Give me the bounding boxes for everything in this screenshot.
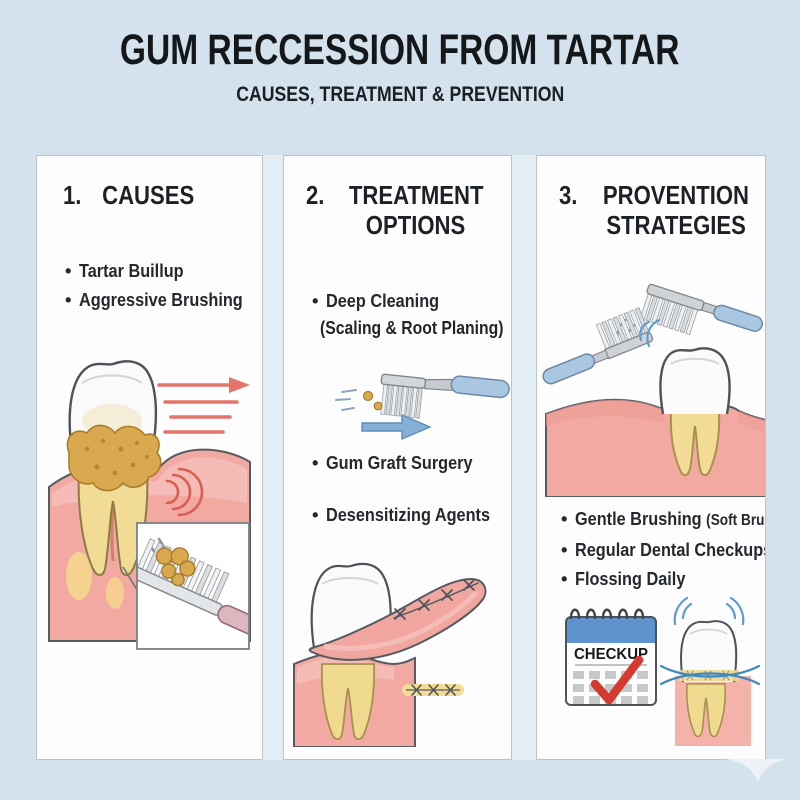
bullet-marker — [65, 256, 79, 285]
bullet-text: Aggressive Brushing — [79, 289, 243, 310]
bullet-item: Tartar Buillup — [65, 256, 260, 285]
bullet-text: Desensitizing Agents — [326, 504, 491, 525]
panel-prevention-heading: 3. PROVENTION STRATEGIES — [559, 180, 759, 240]
panel-prevention: 3. PROVENTION STRATEGIES — [536, 155, 766, 760]
panel-causes: 1. CAUSES Tartar Buillup Aggressive Brus… — [36, 155, 263, 760]
panel-gap — [263, 155, 283, 760]
tartar-buildup — [66, 424, 162, 492]
bullet-item: Regular Dental Checkups — [561, 535, 766, 564]
bullet-item: Desensitizing Agents — [312, 500, 509, 529]
flossing-tooth-icon — [659, 596, 761, 746]
toothbrush-closeup-icon — [138, 538, 248, 648]
panel-treatment: 2. TREATMENT OPTIONS Deep Cleaning (Scal… — [283, 155, 512, 760]
checkup-calendar-icon: CHECKUP — [565, 608, 657, 706]
treatment-bullet-graft: Gum Graft Surgery — [312, 448, 509, 477]
floss-lines-icon — [659, 664, 761, 686]
card-tail-decoration — [726, 759, 788, 783]
tooth-tartar-illustration — [48, 360, 251, 650]
bullet-text: Gentle Brushing (Soft Brush) — [575, 504, 765, 535]
panel-number: 3. — [559, 180, 578, 210]
suture-icon — [393, 579, 479, 620]
bullet-marker — [312, 500, 326, 529]
treatment-bullet-deep-cleaning: Deep Cleaning (Scaling & Root Planing) — [312, 286, 509, 341]
bullet-note: (Soft Brush) — [706, 512, 765, 529]
panel-causes-heading: 1. CAUSES — [63, 180, 256, 240]
right-arrow-icon — [361, 413, 432, 441]
motion-arrows-icon — [157, 377, 250, 434]
bullet-marker — [561, 564, 575, 593]
panel-heading-line2: OPTIONS — [366, 210, 466, 240]
bullet-text: Deep Cleaning — [326, 290, 440, 311]
bullet-marker — [312, 448, 326, 477]
treatment-bullet-desensitizing: Desensitizing Agents — [312, 500, 509, 529]
bullet-item: Aggressive Brushing — [65, 285, 260, 314]
bullet-marker — [561, 504, 575, 533]
gum-tissue — [545, 398, 765, 497]
infographic-title: GUM RECCESSION FROM TARTAR — [120, 26, 680, 74]
calendar-label: CHECKUP — [574, 646, 648, 663]
gentle-brushing-illustration — [542, 283, 765, 497]
bullet-text: Flossing Daily — [575, 568, 686, 589]
panel-number: 1. — [63, 180, 82, 210]
bullet-item: Gum Graft Surgery — [312, 448, 509, 477]
bullet-text: Gum Graft Surgery — [326, 452, 473, 473]
suture-strip-icon — [402, 684, 464, 696]
bullet-item: Deep Cleaning — [312, 286, 509, 315]
tartar-debris-icon — [335, 389, 383, 411]
tooth-crown — [659, 347, 731, 415]
bullet-marker — [312, 286, 326, 315]
checkup-flossing-illustration: CHECKUP — [565, 596, 761, 746]
irritation-arcs-icon — [165, 467, 204, 517]
vibration-arcs-icon — [673, 596, 745, 626]
panel-number: 2. — [306, 180, 325, 210]
bullet-item: Gentle Brushing (Soft Brush) — [561, 504, 765, 535]
panel-heading-line1: TREATMENT — [348, 180, 484, 210]
panel-heading-line1: PROVENTION — [602, 180, 749, 210]
bullet-marker — [561, 535, 575, 564]
toothbrush-cleaning-icon — [335, 373, 510, 419]
causes-bullet-list: Tartar Buillup Aggressive Brushing — [65, 256, 260, 314]
bullet-marker — [65, 285, 79, 314]
tooth-roots — [669, 411, 721, 477]
magnifier-inset — [136, 522, 250, 650]
prevention-bullet-list: Gentle Brushing (Soft Brush) Regular Den… — [561, 504, 766, 593]
toothbrush-left-icon — [542, 307, 661, 385]
bullet-item: Flossing Daily — [561, 564, 763, 593]
gum-graft-illustration — [293, 562, 487, 747]
panel-gap — [512, 155, 536, 760]
bullet-subtext: (Scaling & Root Planing) — [320, 317, 504, 338]
check-mark-icon — [590, 655, 644, 705]
bullet-text: Tartar Buillup — [79, 260, 184, 281]
panel-treatment-heading: 2. TREATMENT OPTIONS — [306, 180, 505, 240]
bullet-text: Regular Dental Checkups — [575, 539, 766, 560]
tooth-roots — [320, 663, 376, 741]
panel-heading-line1: CAUSES — [101, 180, 194, 210]
tartar-chunk-icon — [155, 547, 196, 587]
panel-heading-line2: STRATEGIES — [605, 210, 746, 240]
scaling-cleaning-illustration — [335, 373, 510, 441]
infographic-subtitle: CAUSES, TREATMENT & PREVENTION — [236, 83, 564, 106]
